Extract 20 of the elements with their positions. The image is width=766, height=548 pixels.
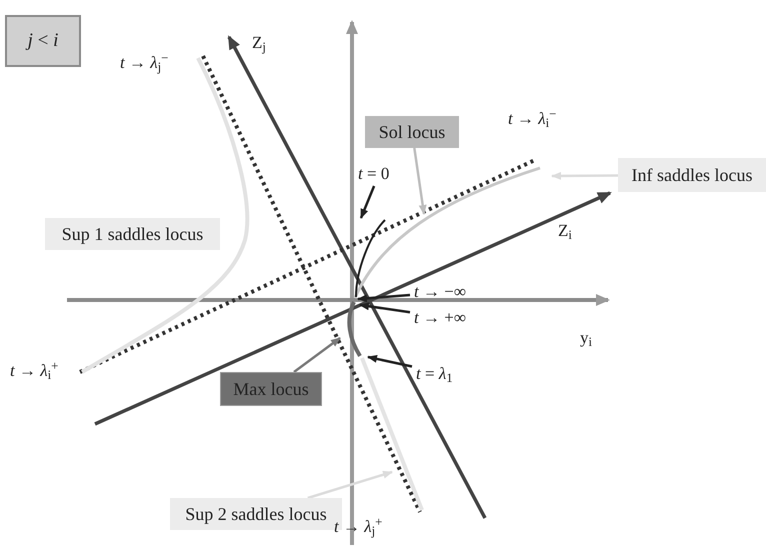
leader-arrow [413, 148, 427, 215]
leader-arrow [360, 186, 376, 219]
parameter-label: t → −∞ [410, 280, 490, 304]
leader-arrow [367, 354, 412, 368]
leader-arrow [359, 302, 410, 314]
leader-arrow [307, 470, 393, 500]
axis-label: Z$_{j}$ [252, 32, 266, 56]
locus-label: Sup 1 saddles locus [45, 218, 220, 250]
axis-label: y$_{i}$ [580, 327, 592, 350]
locus-label: Max locus [220, 372, 322, 406]
condition-box: j < i [5, 15, 81, 67]
leader-arrow [551, 172, 618, 180]
locus-label: Inf saddles locus [618, 158, 766, 192]
parameter-label: t → +∞ [410, 306, 490, 330]
leader-arrow [293, 337, 341, 373]
parameter-label: t = λ$_{1}$ [412, 360, 482, 388]
axis-label: Z$_{i}$ [558, 220, 572, 244]
parameter-label: t = 0 [354, 162, 404, 186]
locus-label: Sol locus [365, 116, 459, 148]
leader-arrow [357, 294, 410, 302]
